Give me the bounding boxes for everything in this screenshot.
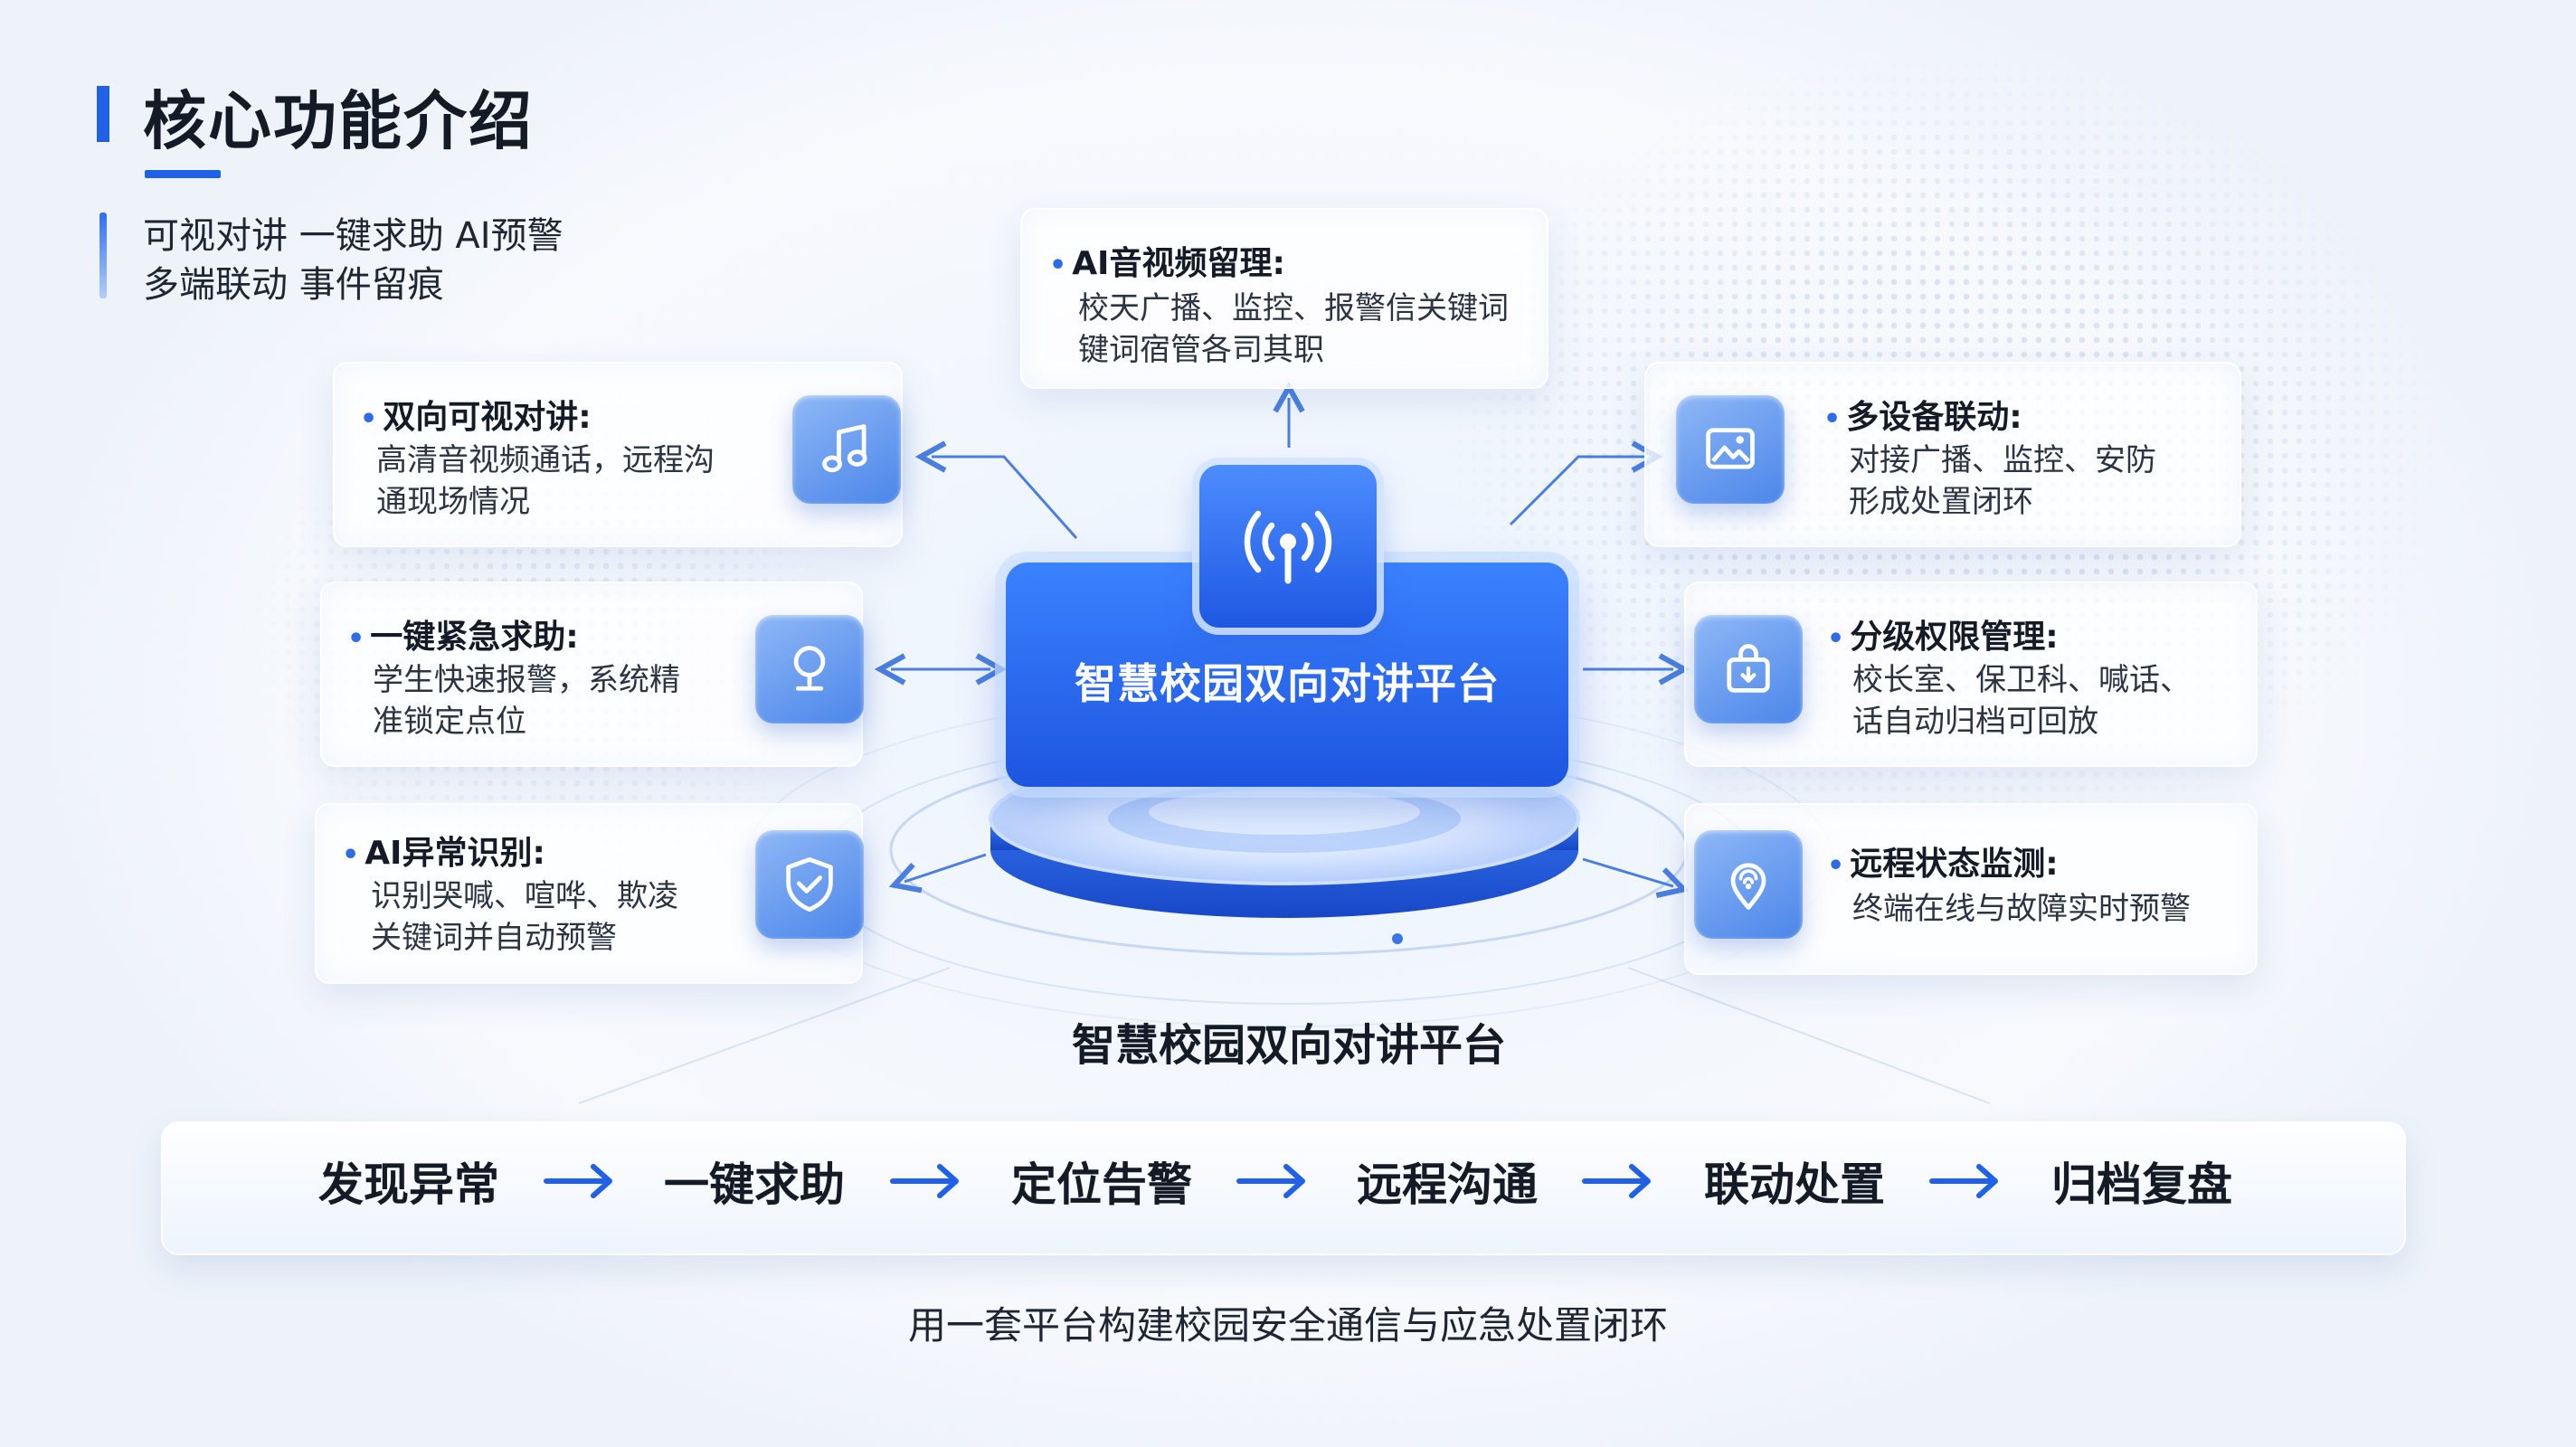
card-desc-line-1: 学生快速报警，系统精: [373, 662, 680, 698]
signal-location-icon: [1694, 830, 1803, 939]
subtitle-accent-bar: [99, 213, 107, 298]
bullet-dot: •: [1823, 403, 1842, 435]
card-title: AI音视频留理:: [1072, 245, 1285, 282]
flow-step-1: 发现异常: [318, 1159, 499, 1211]
lock-bag-icon: [1694, 615, 1803, 724]
arrow-right-icon: [1582, 1164, 1651, 1198]
card-title: 多设备联动:: [1846, 399, 2022, 436]
flow-step-5: 联动处置: [1704, 1159, 1885, 1211]
process-flow-bar: [161, 1121, 2406, 1255]
bullet-dot: •: [1827, 623, 1845, 655]
card-desc-line-1: 高清音视频通话，远程沟: [376, 442, 715, 478]
shield-check-icon: [755, 830, 864, 939]
card-title: 远程状态监测:: [1850, 846, 2059, 883]
flow-step-2: 一键求助: [664, 1159, 845, 1211]
footer-tagline: 用一套平台构建校园安全通信与应急处置闭环: [907, 1303, 1668, 1348]
card-desc-line-1: 对接广播、监控、安防: [1849, 442, 2156, 478]
card-desc-line-1: 校天广播、监控、报警信关键词: [1078, 290, 1509, 326]
bullet-dot: •: [1827, 850, 1845, 882]
title-accent-bar: [97, 86, 109, 142]
card-desc-line-2: 键词宿管各司其职: [1078, 332, 1324, 368]
broadcast-signal-icon: [1199, 465, 1377, 628]
arrow-right-icon: [890, 1164, 959, 1198]
card-desc-line-2: 通现场情况: [376, 484, 530, 520]
flow-step-6: 归档复盘: [2051, 1159, 2232, 1211]
arrow-right-icon: [1236, 1164, 1305, 1198]
card-title: AI异常识别:: [365, 835, 545, 872]
card-desc-line-2: 形成处置闭环: [1849, 484, 2033, 520]
flow-step-4: 远程沟通: [1357, 1159, 1538, 1211]
card-title: 双向可视对讲:: [383, 399, 592, 436]
music-note-icon: [792, 395, 901, 504]
bullet-dot: •: [1049, 250, 1067, 281]
title-underline: [145, 170, 221, 178]
card-emergency-help: •一键紧急求助: 学生快速报警，系统精 准锁定点位: [320, 582, 863, 767]
card-multi-device: •多设备联动: 对接广播、监控、安防 形成处置闭环: [1644, 362, 2241, 547]
bullet-dot: •: [360, 403, 378, 435]
card-desc-line-1: 校长室、保卫科、喊话、: [1852, 662, 2191, 698]
platform-panel-label: 智慧校园双向对讲平台: [1075, 659, 1500, 708]
card-remote-monitor: •远程状态监测: 终端在线与故障实时预警: [1684, 803, 2258, 975]
bullet-dot: •: [347, 623, 365, 655]
arrow-right-icon: [1929, 1164, 1998, 1198]
flow-step-3: 定位告警: [1011, 1159, 1192, 1211]
card-title: 一键紧急求助:: [370, 619, 579, 656]
card-desc-line-1: 终端在线与故障实时预警: [1852, 891, 2191, 927]
card-desc-line-2: 关键词并自动预警: [371, 920, 617, 956]
image-monitor-icon: [1676, 395, 1785, 504]
platform-caption: 智慧校园双向对讲平台: [1071, 1020, 1506, 1071]
bullet-dot: •: [342, 839, 360, 871]
card-desc-line-2: 话自动归档可回放: [1852, 704, 2098, 740]
page-title: 核心功能介绍: [143, 84, 534, 158]
card-audio-video-retention: •AI音视频留理: 校天广播、监控、报警信关键词 键词宿管各司其职: [1020, 208, 1548, 389]
arrow-right-icon: [544, 1164, 612, 1198]
card-desc-line-2: 准锁定点位: [373, 704, 526, 740]
microphone-icon: [755, 615, 864, 724]
card-desc-line-1: 识别哭喊、喧哗、欺凌: [371, 878, 678, 914]
subtitle-line-2: 多端联动 事件留痕: [143, 264, 444, 306]
subtitle-line-1: 可视对讲 一键求助 AI预警: [143, 215, 564, 257]
card-title: 分级权限管理:: [1850, 619, 2059, 656]
